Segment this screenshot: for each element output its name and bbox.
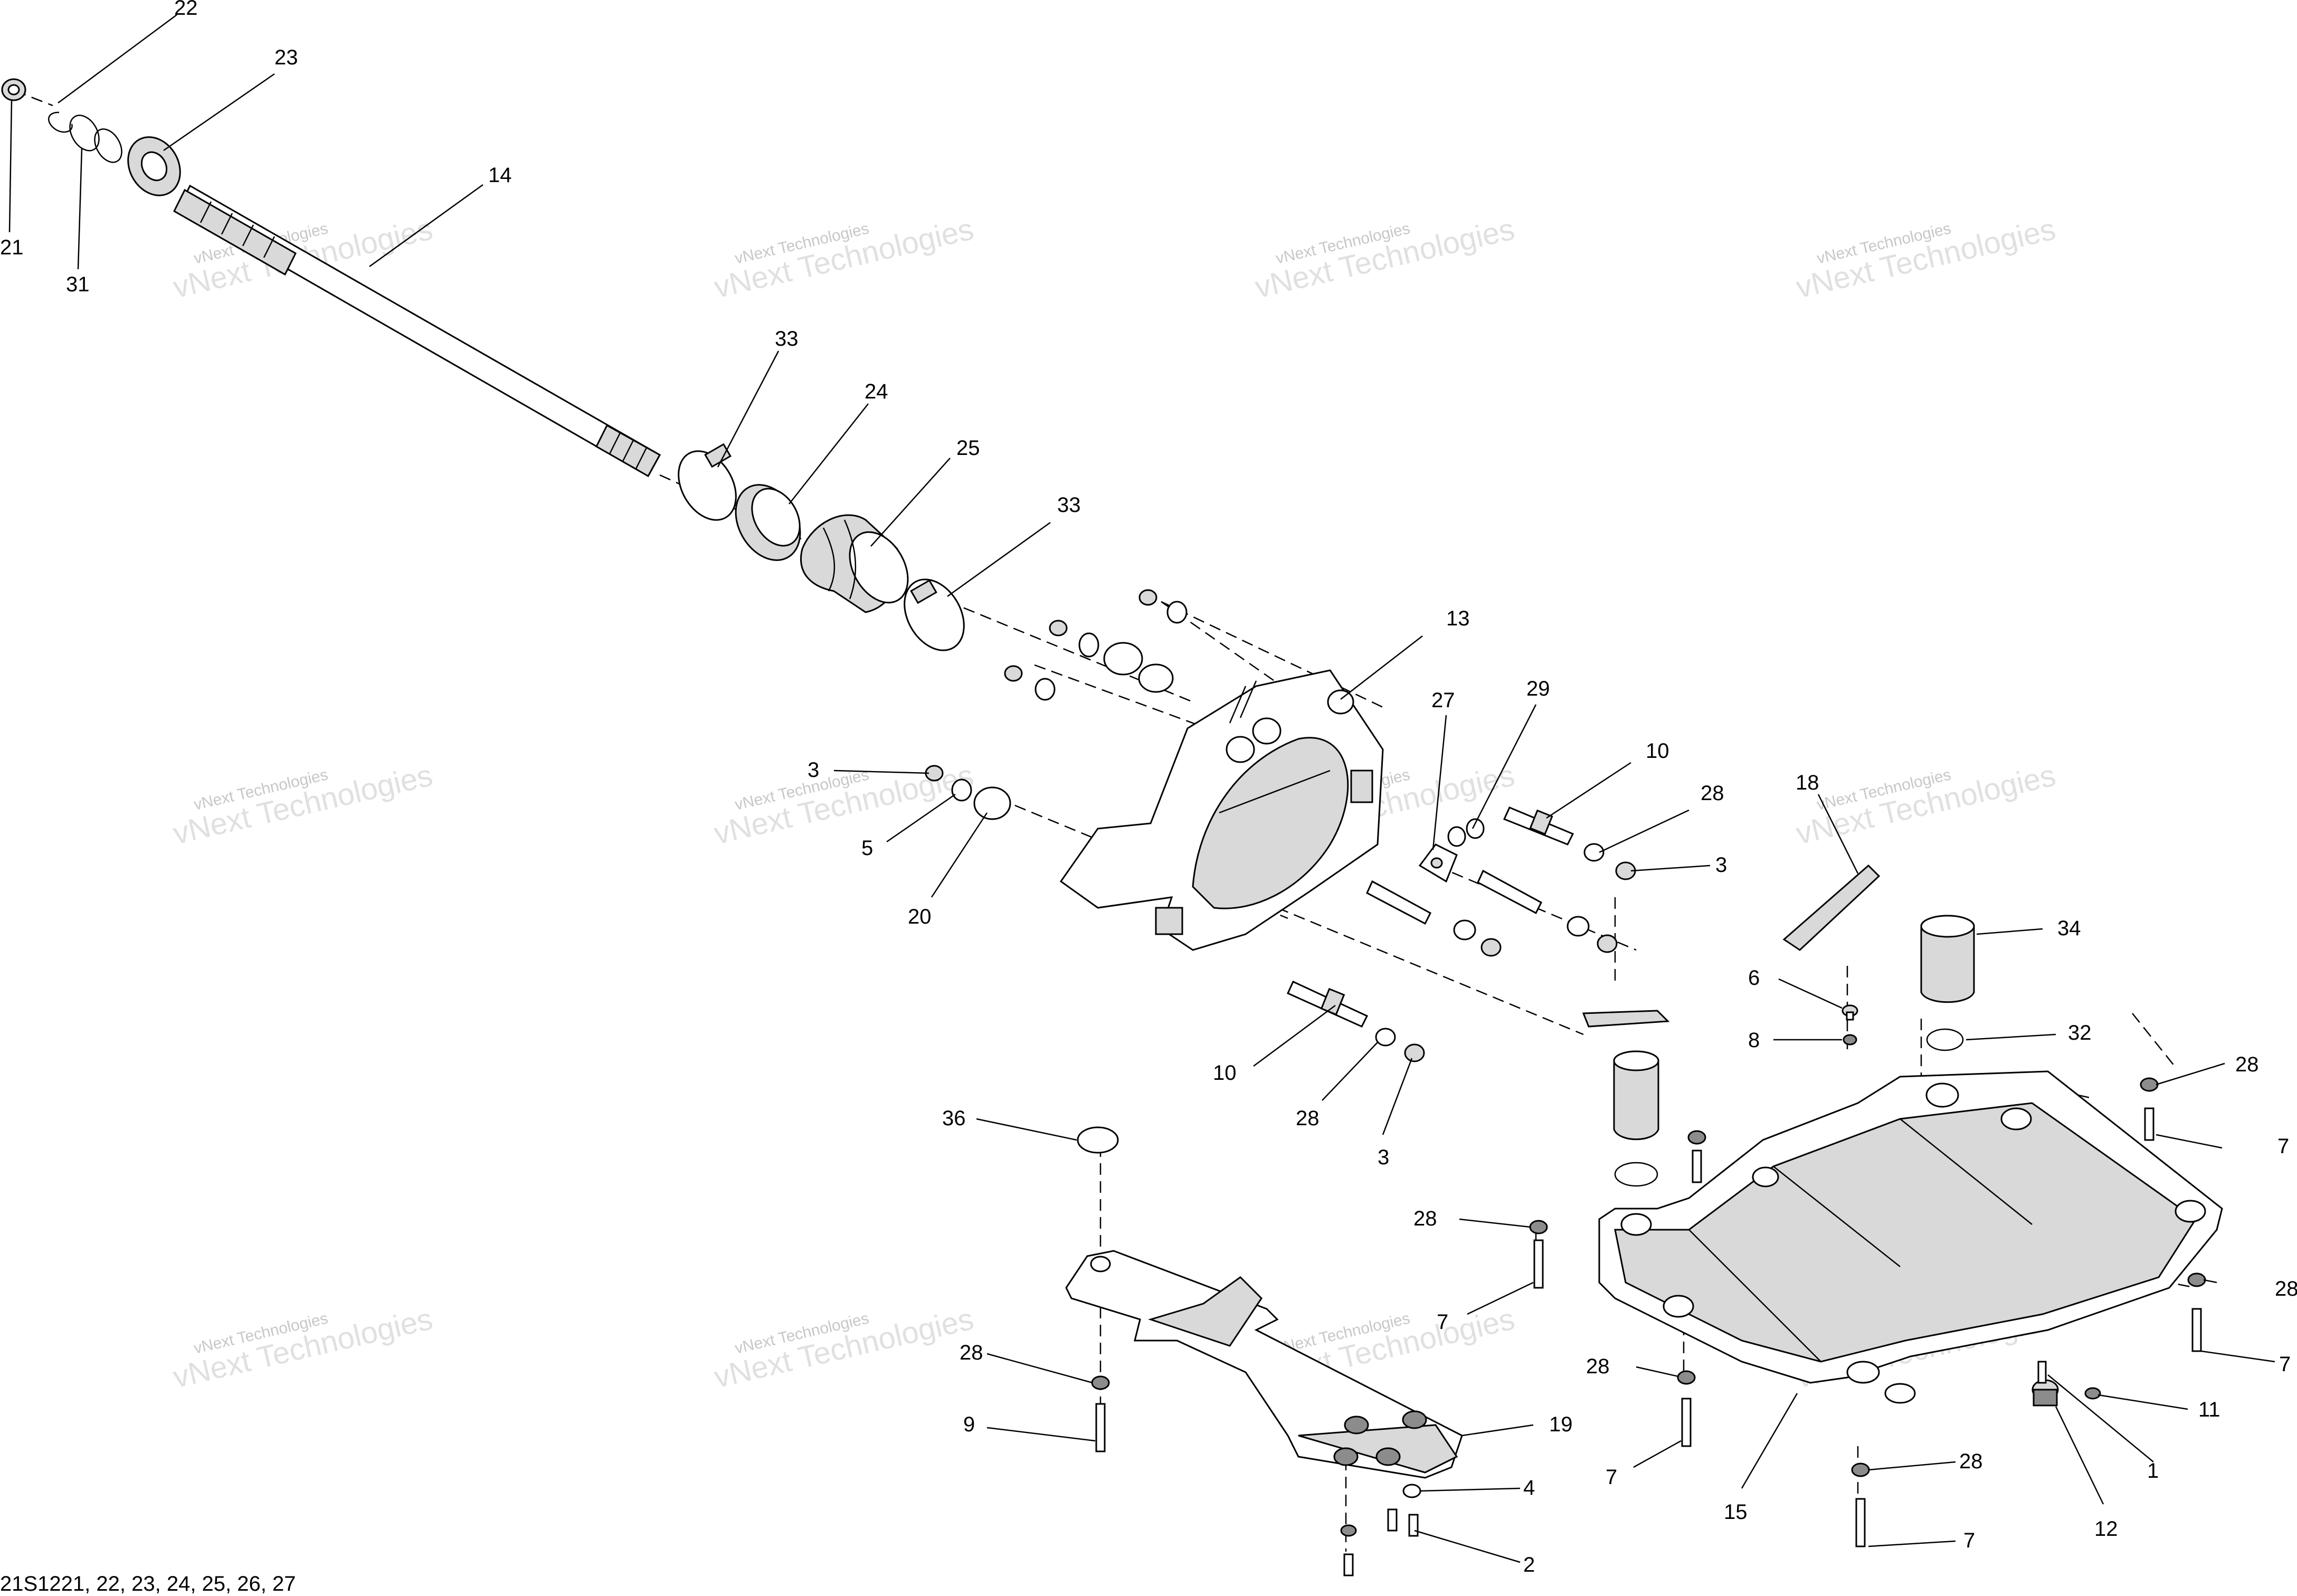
callout-28-right-mid: 28 xyxy=(2275,1277,2297,1300)
callout-15: 15 xyxy=(1724,1500,1748,1524)
callout-25: 25 xyxy=(956,436,980,460)
callout-28-bottom: 28 xyxy=(1959,1450,1983,1473)
part-32-o-ring xyxy=(1926,1028,1964,1051)
hardware-left-middle xyxy=(925,765,1011,820)
part-15-skid-plate xyxy=(1598,1070,2223,1404)
callout-10-lower: 10 xyxy=(1213,1061,1237,1085)
callout-11: 11 xyxy=(2198,1398,2220,1421)
watermark-8: vNext Technologies vNext Technologies xyxy=(1793,758,2059,851)
part-22-circlip xyxy=(48,111,73,133)
callout-20: 20 xyxy=(908,905,932,928)
part-18-strip xyxy=(1782,864,1881,951)
watermark-6: vNext Technologies vNext Technologies xyxy=(711,758,977,851)
callout-28-plate: 28 xyxy=(960,1341,983,1364)
part-21-nut xyxy=(1,78,26,101)
part-8-washer xyxy=(1843,1034,1857,1046)
callout-7-skid-bottom: 7 xyxy=(1606,1466,1617,1489)
callout-3-left: 3 xyxy=(808,758,819,782)
part-27-washer-plate xyxy=(1418,843,1458,883)
part-19-plate xyxy=(1065,1250,1463,1479)
part-13-bracket xyxy=(1059,669,1384,951)
callout-4: 4 xyxy=(1523,1476,1535,1499)
callout-6: 6 xyxy=(1748,966,1760,990)
part-31-rings xyxy=(69,115,122,163)
leader-lines xyxy=(8,14,2275,1563)
part-10-stud-upper xyxy=(1503,806,1574,846)
callout-3-upper: 3 xyxy=(1715,853,1727,877)
part-fitting-left xyxy=(1613,1050,1659,1187)
callout-28-upper: 28 xyxy=(1701,782,1724,805)
callout-19: 19 xyxy=(1549,1413,1573,1436)
callout-28-middle: 28 xyxy=(1296,1107,1320,1130)
callout-36: 36 xyxy=(942,1107,966,1130)
callout-7-right-top: 7 xyxy=(2277,1135,2289,1158)
callout-21: 21 xyxy=(0,236,24,259)
callout-1: 1 xyxy=(2147,1459,2159,1483)
watermark-2: vNext Technologies vNext Technologies xyxy=(711,212,977,305)
callout-7-skid-left: 7 xyxy=(1437,1310,1448,1334)
callout-31: 31 xyxy=(66,273,90,296)
part-10-stud-lower xyxy=(1287,981,1369,1028)
watermark-5: vNext Technologies vNext Technologies xyxy=(170,758,436,851)
diagram-reference-code: 21S1221, 22, 23, 24, 25, 26, 27 xyxy=(0,1572,296,1595)
callout-34: 34 xyxy=(2057,917,2081,940)
callout-2: 2 xyxy=(1523,1553,1535,1576)
callout-8: 8 xyxy=(1748,1029,1760,1052)
callout-24: 24 xyxy=(865,380,888,403)
hardware-cluster-upper xyxy=(1004,589,1188,701)
part-23-bearing xyxy=(127,136,181,196)
callout-14: 14 xyxy=(488,164,512,187)
callout-28-right-top: 28 xyxy=(2235,1053,2259,1076)
callout-3-lower: 3 xyxy=(1378,1146,1389,1169)
part-33-clamp-lower xyxy=(904,578,965,651)
watermark-9: vNext Technologies vNext Technologies xyxy=(170,1302,436,1394)
callout-33-lower: 33 xyxy=(1057,493,1081,517)
callout-28-skid-bottom: 28 xyxy=(1586,1355,1610,1378)
callout-22: 22 xyxy=(174,0,198,20)
callout-7-bottom: 7 xyxy=(1963,1529,1975,1552)
watermark-10: vNext Technologies vNext Technologies xyxy=(711,1302,977,1394)
callout-33-upper: 33 xyxy=(775,327,799,350)
callout-18: 18 xyxy=(1796,771,1819,794)
callout-27: 27 xyxy=(1431,689,1455,712)
part-strip-small xyxy=(1582,1010,1670,1028)
callout-12: 12 xyxy=(2094,1517,2118,1541)
part-14-drive-shaft xyxy=(173,184,661,478)
watermark-3: vNext Technologies vNext Technologies xyxy=(1252,212,1518,305)
callout-29: 29 xyxy=(1526,677,1550,700)
watermark-4: vNext Technologies vNext Technologies xyxy=(1793,212,2059,305)
callout-23: 23 xyxy=(274,46,298,69)
callout-32: 32 xyxy=(2068,1021,2092,1044)
studs-middle xyxy=(1366,869,1542,925)
part-36-sticker xyxy=(1077,1126,1119,1154)
callout-10-upper: 10 xyxy=(1646,739,1669,763)
callout-7-right-mid: 7 xyxy=(2279,1353,2291,1376)
callout-9: 9 xyxy=(963,1413,975,1436)
hardware-right-upper xyxy=(1375,843,1636,1062)
part-34-fitting xyxy=(1920,915,1975,1003)
part-25-boot xyxy=(800,514,909,613)
part-24-bearing xyxy=(735,484,801,561)
part-6-screw xyxy=(1842,1004,1858,1021)
part-29-washers xyxy=(1447,818,1485,847)
callout-5: 5 xyxy=(861,837,873,860)
callout-13: 13 xyxy=(1446,607,1470,630)
callout-28-skid-left: 28 xyxy=(1413,1207,1437,1230)
